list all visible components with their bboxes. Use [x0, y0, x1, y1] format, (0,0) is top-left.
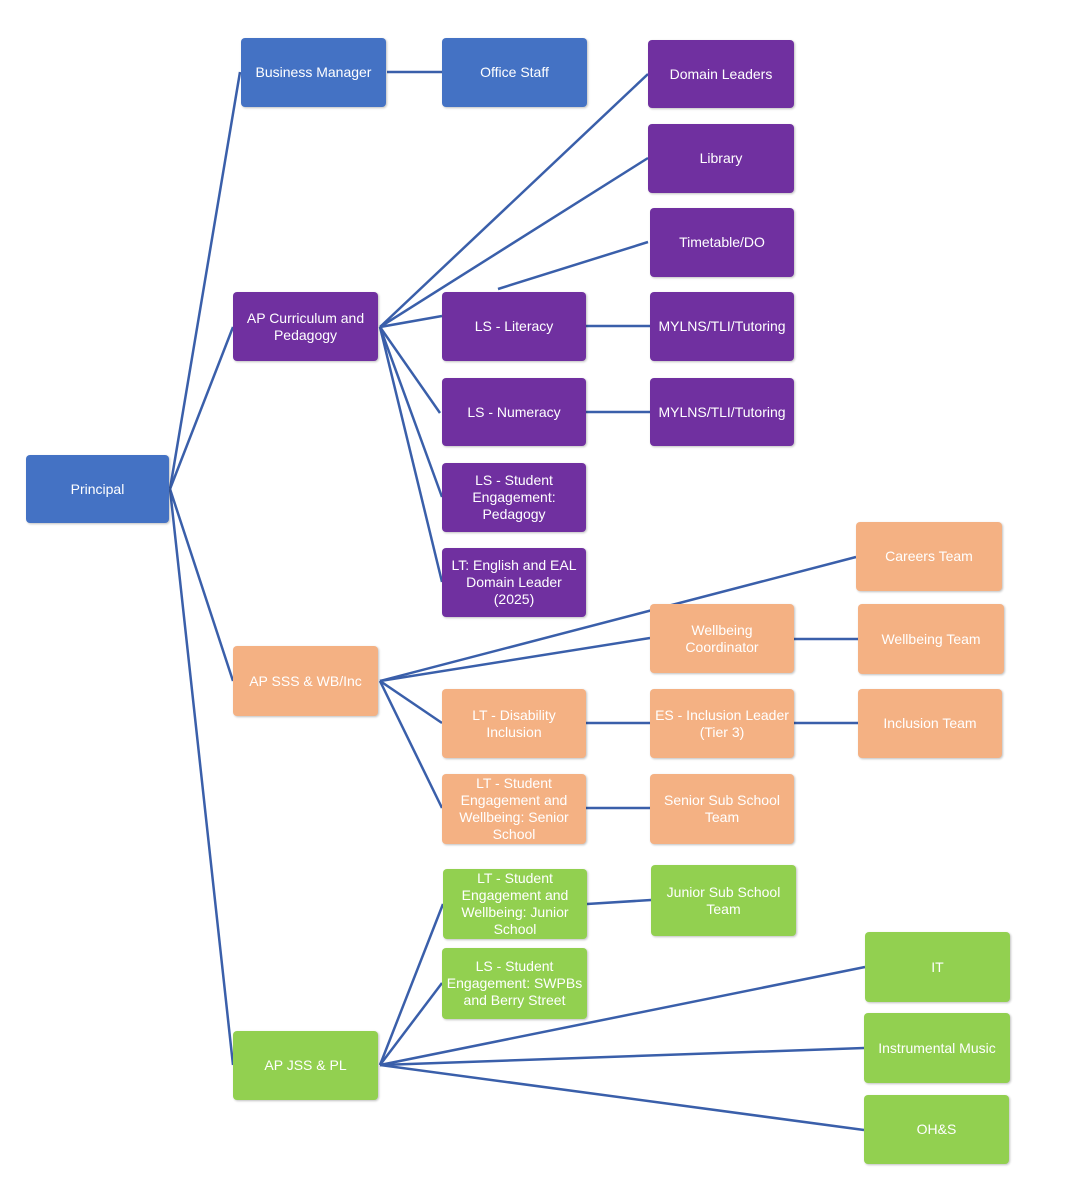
careers-team-box: Careers Team — [856, 522, 1002, 591]
connector-line — [168, 488, 235, 682]
wellbeing-team-label: Wellbeing Team — [881, 630, 981, 647]
connector-line — [379, 679, 443, 725]
ls-swpbs-label: LS - Student Engagement: SWPBs and Berry… — [446, 958, 583, 1008]
mylns-numeracy-label: MYLNS/TLI/Tutoring — [658, 403, 786, 420]
wellbeing-coordinator-label: Wellbeing Coordinator — [685, 621, 759, 655]
it-box: IT — [865, 932, 1010, 1002]
ls-swpbs-box: LS - Student Engagement: SWPBs and Berry… — [442, 948, 587, 1019]
connector-line — [379, 314, 443, 329]
ls-literacy-label: LS - Literacy — [474, 318, 554, 334]
connector-line — [497, 240, 649, 291]
instrumental-music-label: Instrumental Music — [878, 1039, 996, 1056]
ap-sss-box: AP SSS & WB/Inc — [233, 646, 378, 716]
ap-jss-label: AP JSS & PL — [264, 1057, 347, 1073]
lt-junior-school-box: LT - Student Engagement and Wellbeing: J… — [443, 869, 587, 939]
ohs-label: OH&S — [916, 1121, 957, 1137]
connector-line — [379, 636, 651, 683]
business-manager-box: Business Manager — [241, 38, 386, 107]
connector-line — [378, 326, 444, 583]
ls-numeracy-label: LS - Numeracy — [467, 403, 561, 420]
ap-jss-box: AP JSS & PL — [233, 1031, 378, 1100]
lt-senior-school-box: LT - Student Engagement and Wellbeing: S… — [442, 774, 586, 844]
wellbeing-team-box: Wellbeing Team — [858, 604, 1004, 674]
connector-line — [379, 156, 649, 329]
es-inclusion-leader-box: ES - Inclusion Leader (Tier 3) — [650, 689, 794, 758]
ohs-box: OH&S — [864, 1095, 1009, 1164]
junior-sub-school-team-box: Junior Sub School Team — [651, 865, 796, 936]
mylns-literacy-label: MYLNS/TLI/Tutoring — [658, 318, 786, 334]
timetable-box: Timetable/DO — [650, 208, 794, 277]
connector-line — [379, 965, 866, 1067]
connector-line — [379, 982, 443, 1066]
ap-sss-label: AP SSS & WB/Inc — [249, 672, 362, 689]
senior-sub-school-team-label: Senior Sub School Team — [664, 792, 780, 825]
ls-numeracy-box: LS - Numeracy — [442, 378, 586, 446]
mylns-literacy-box: MYLNS/TLI/Tutoring — [650, 292, 794, 361]
principal-label: Principal — [70, 480, 125, 497]
it-label: IT — [931, 958, 944, 975]
connector-line — [378, 326, 442, 414]
domain-leaders-box: Domain Leaders — [648, 40, 794, 108]
connector-line — [379, 1046, 865, 1067]
connector-line — [379, 1063, 865, 1132]
wellbeing-coordinator-box: Wellbeing Coordinator — [650, 604, 794, 673]
connector-line — [168, 326, 235, 490]
connector-line — [378, 680, 444, 809]
library-box: Library — [648, 124, 794, 193]
mylns-numeracy-box: MYLNS/TLI/Tutoring — [650, 378, 794, 446]
connector-line — [379, 555, 857, 683]
inclusion-team-box: Inclusion Team — [858, 689, 1002, 758]
connector-line — [586, 898, 652, 906]
lt-disability-inclusion-box: LT - Disability Inclusion — [442, 689, 586, 758]
careers-team-label: Careers Team — [885, 548, 973, 564]
connector-line — [168, 488, 235, 1066]
ap-curriculum-box: AP Curriculum and Pedagogy — [233, 292, 378, 361]
lt-disability-inclusion-label: LT - Disability Inclusion — [472, 706, 556, 740]
connector-line — [378, 326, 444, 498]
office-staff-box: Office Staff — [442, 38, 587, 107]
lt-junior-school-label: LT - Student Engagement and Wellbeing: J… — [461, 870, 569, 937]
domain-leaders-label: Domain Leaders — [669, 65, 773, 82]
lt-english-eal-label: LT: English and EAL Domain Leader (2025) — [451, 557, 577, 607]
connector-line — [378, 903, 445, 1066]
ls-student-engagement-pedagogy-label: LS - Student Engagement: Pedagogy — [472, 472, 556, 522]
ap-curriculum-label: AP Curriculum and Pedagogy — [246, 309, 365, 343]
senior-sub-school-team-box: Senior Sub School Team — [650, 774, 794, 844]
inclusion-team-label: Inclusion Team — [883, 715, 977, 731]
lt-senior-school-label: LT - Student Engagement and Wellbeing: S… — [459, 775, 569, 842]
connector-line — [379, 73, 649, 328]
instrumental-music-box: Instrumental Music — [864, 1013, 1010, 1083]
office-staff-label: Office Staff — [480, 64, 549, 80]
principal-box: Principal — [26, 455, 169, 523]
ls-literacy-box: LS - Literacy — [442, 292, 586, 361]
timetable-label: Timetable/DO — [679, 234, 765, 250]
library-label: Library — [699, 150, 743, 166]
es-inclusion-leader-label: ES - Inclusion Leader (Tier 3) — [655, 706, 789, 740]
junior-sub-school-team-label: Junior Sub School Team — [666, 883, 781, 917]
ls-student-engagement-pedagogy-box: LS - Student Engagement: Pedagogy — [442, 463, 586, 532]
connector-line — [168, 71, 242, 490]
business-manager-label: Business Manager — [255, 64, 372, 80]
lt-english-eal-box: LT: English and EAL Domain Leader (2025) — [442, 548, 586, 617]
